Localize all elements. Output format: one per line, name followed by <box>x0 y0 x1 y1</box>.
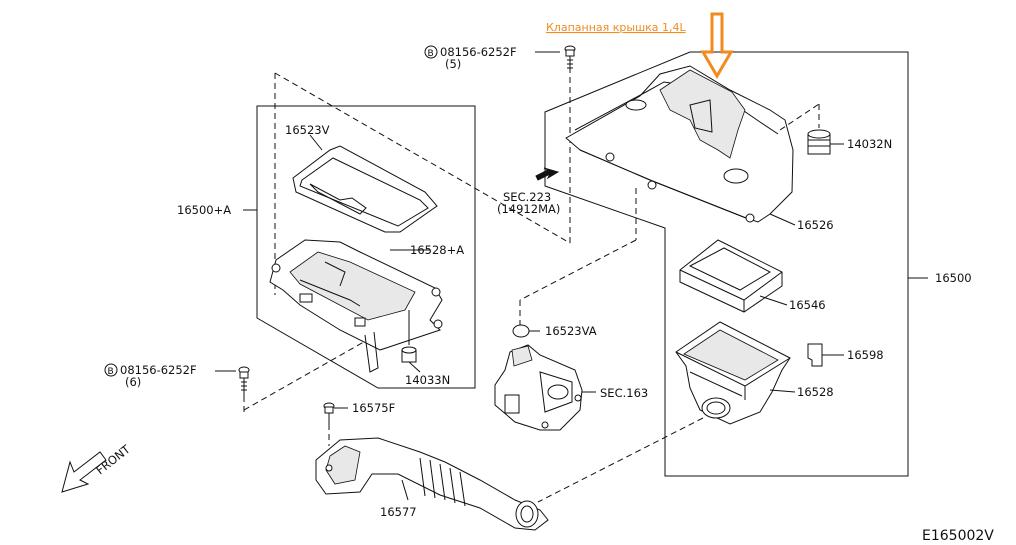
label-bolt-top-code: 08156-6252F <box>440 45 517 59</box>
part-16528-air-cleaner-case <box>537 321 796 503</box>
part-14033n-grommet <box>401 310 421 373</box>
label-16546: 16546 <box>789 298 826 312</box>
label-bolt-left-code: 08156-6252F <box>120 363 197 377</box>
part-16598-clip <box>807 343 844 367</box>
bolt-left <box>238 366 250 414</box>
annotation-arrow-icon <box>700 12 734 79</box>
label-16598: 16598 <box>847 348 884 362</box>
label-16523v: 16523V <box>285 123 330 137</box>
label-14033n: 14033N <box>405 373 450 387</box>
bolt-marker-left-letter: B <box>108 367 114 377</box>
label-16577: 16577 <box>380 505 417 519</box>
dash-guide-bolt-left <box>243 309 421 411</box>
label-16500a: 16500+A <box>177 203 231 217</box>
label-16528a: 16528+A <box>410 243 464 257</box>
label-sec223: SEC.223 <box>503 190 551 204</box>
part-16577-air-duct <box>315 437 549 531</box>
bolt-marker-top-letter: B <box>428 49 434 59</box>
part-14032n-cap <box>779 103 844 155</box>
label-14032n: 14032N <box>847 137 892 151</box>
label-16575f: 16575F <box>352 401 395 415</box>
label-14912ma: (14912MA) <box>497 202 560 216</box>
label-bolt-top-qty: (5) <box>445 57 461 71</box>
diagram-code: E165002V <box>922 528 994 544</box>
bolt-top <box>564 45 576 72</box>
dash-guide-diagonal <box>274 72 571 244</box>
part-sec163-valve <box>494 239 637 431</box>
label-16523va: 16523VA <box>545 324 597 338</box>
label-bolt-left-qty: (6) <box>125 375 141 389</box>
annotation-text: Клапанная крышка 1,4L <box>546 21 687 34</box>
assembly-16500a-frame <box>256 105 476 389</box>
part-16528a-lower-body <box>269 239 443 373</box>
label-16500: 16500 <box>935 271 972 285</box>
front-arrow-icon <box>61 451 107 493</box>
label-16528: 16528 <box>797 385 834 399</box>
sec223-direction-arrow <box>535 167 560 181</box>
label-sec163: SEC.163 <box>600 386 648 400</box>
part-16546-filter <box>679 239 788 313</box>
bolt-marker-top <box>424 45 438 59</box>
part-16526-valve-cover <box>565 65 796 240</box>
bolt-16575f <box>323 402 348 446</box>
label-16526: 16526 <box>797 218 834 232</box>
bolt-marker-left <box>104 363 118 377</box>
part-16523v-lid <box>292 134 438 233</box>
